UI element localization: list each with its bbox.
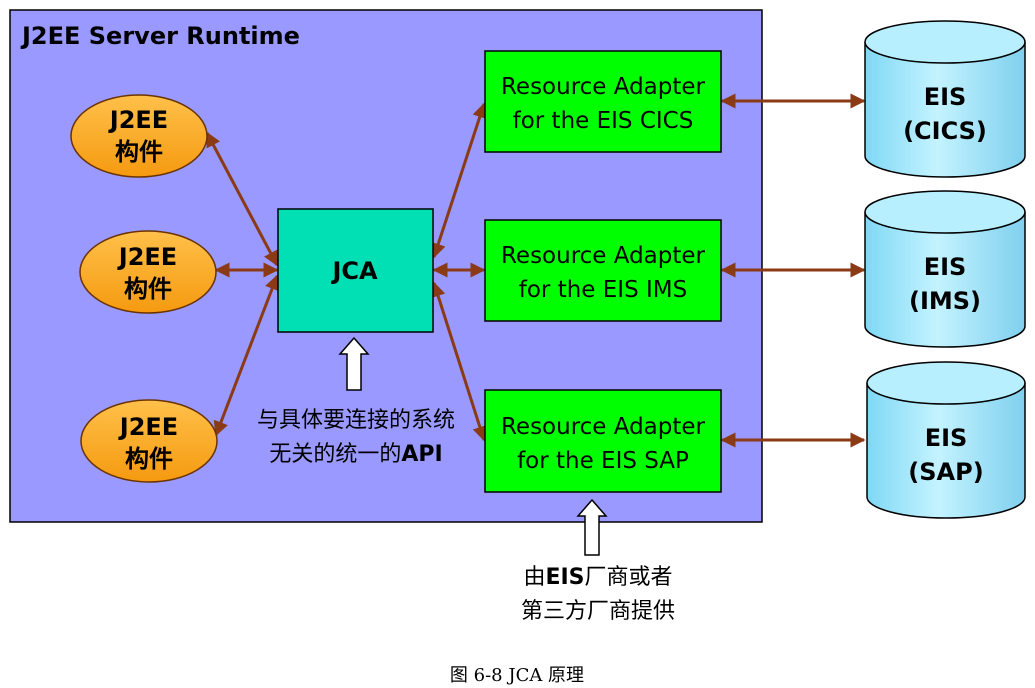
jca-note: 与具体要连接的系统 无关的统一的API <box>257 408 455 467</box>
adapter-label: Resource Adapter <box>501 74 706 100</box>
vendor-note-suffix: 厂商或者 <box>585 565 673 590</box>
jca-note-line2-bold: API <box>401 442 442 467</box>
eis-label: (CICS) <box>903 117 987 145</box>
jca-label: JCA <box>330 257 378 285</box>
jca-note-line2: 无关的统一的API <box>269 442 442 467</box>
resource-adapter-cics: Resource Adapter for the EIS CICS <box>484 50 722 153</box>
vendor-note-bold: EIS <box>545 565 584 590</box>
eis-cics-cylinder: EIS (CICS) <box>864 20 1026 178</box>
component-label: 构件 <box>124 275 172 303</box>
eis-sap-cylinder: EIS (SAP) <box>866 361 1026 519</box>
jca-box: JCA <box>277 208 434 333</box>
runtime-title: J2EE Server Runtime <box>20 22 300 50</box>
arrow-component-3-jca <box>213 274 280 437</box>
arrow-jca-adapter-cics <box>431 102 487 259</box>
j2ee-component-2: J2EE 构件 <box>79 230 217 314</box>
adapter-label: Resource Adapter <box>501 243 706 269</box>
vendor-note-line1: 由EIS厂商或者 <box>523 565 672 590</box>
vendor-note: 由EIS厂商或者 第三方厂商提供 <box>521 565 675 624</box>
vendor-note-prefix: 由 <box>523 565 545 590</box>
component-label: J2EE <box>118 413 178 441</box>
j2ee-component-1: J2EE 构件 <box>70 94 208 178</box>
eis-label: EIS <box>925 424 968 452</box>
resource-adapter-ims: Resource Adapter for the EIS IMS <box>484 219 722 322</box>
component-label: 构件 <box>125 445 173 473</box>
resource-adapter-sap: Resource Adapter for the EIS SAP <box>484 389 722 493</box>
adapter-label: for the EIS SAP <box>517 448 689 474</box>
figure-caption: 图 6-8 JCA 原理 <box>450 665 584 686</box>
adapter-label: for the EIS IMS <box>519 277 687 303</box>
vendor-up-arrow <box>576 498 608 556</box>
eis-label: (SAP) <box>908 458 983 486</box>
eis-label: EIS <box>924 253 967 281</box>
arrow-component-1-jca <box>205 131 279 267</box>
jca-up-arrow <box>338 336 370 391</box>
arrow-jca-adapter-sap <box>430 281 488 442</box>
adapter-label: Resource Adapter <box>501 414 706 440</box>
eis-ims-cylinder: EIS (IMS) <box>864 190 1026 348</box>
component-label: 构件 <box>115 138 163 166</box>
vendor-note-line2: 第三方厂商提供 <box>521 599 675 624</box>
jca-note-line2-prefix: 无关的统一的 <box>269 442 401 467</box>
eis-label: (IMS) <box>909 287 981 315</box>
adapter-label: for the EIS CICS <box>513 108 694 134</box>
component-label: J2EE <box>108 106 168 134</box>
connector-arrows <box>205 93 866 448</box>
jca-note-line1: 与具体要连接的系统 <box>257 408 455 433</box>
j2ee-component-3: J2EE 构件 <box>80 399 218 483</box>
component-label: J2EE <box>117 243 177 271</box>
eis-label: EIS <box>924 83 967 111</box>
